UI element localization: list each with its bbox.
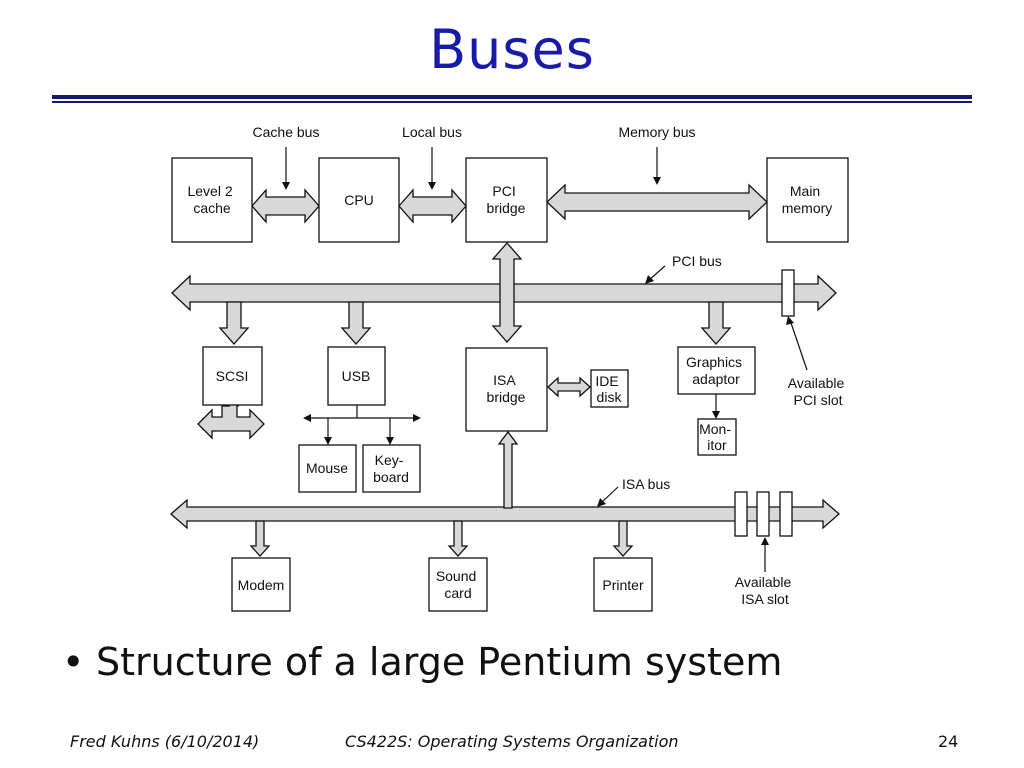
usb-label: USB <box>342 368 371 384</box>
footer-page-number: 24 <box>938 732 959 751</box>
isa-slot-1 <box>734 491 748 537</box>
memory-bus-arrow <box>546 183 768 221</box>
svg-text:IDE disk: IDE disk <box>595 373 622 405</box>
usb-link-arrow <box>340 301 372 345</box>
printer-box <box>593 557 653 612</box>
isa-bus-label: ISA bus <box>622 476 670 492</box>
scsi-external-arrow <box>197 397 265 440</box>
main-memory-label-2: memory <box>782 200 833 216</box>
keyboard-label-2: board <box>373 469 409 485</box>
pci-bus-label: PCI bus <box>672 253 722 269</box>
title-rule <box>52 95 972 99</box>
monitor-label-2: itor <box>707 437 727 453</box>
isa-slot-label-1: Available <box>735 574 792 590</box>
bullet-text: Structure of a large Pentium system <box>96 640 783 684</box>
svg-text:Available PCI slot: Available PCI slot <box>788 375 848 408</box>
scsi-link-arrow <box>218 301 250 345</box>
mouse-label: Mouse <box>306 460 348 476</box>
bullet-item: •Structure of a large Pentium system <box>62 640 782 684</box>
monitor-box <box>697 418 737 456</box>
svg-text:Main memory: Main memory <box>782 183 833 216</box>
graphics-adaptor-box <box>677 346 756 395</box>
cache-bus-label: Cache bus <box>253 124 320 140</box>
monitor-label-1: Mon- <box>699 421 731 437</box>
footer-course: CS422S: Operating Systems Organization <box>345 732 679 751</box>
isa-bridge-label-1: ISA <box>493 372 516 388</box>
keyboard-label-1: Key- <box>375 452 404 468</box>
graphics-link-arrow <box>700 301 732 345</box>
sound-link-arrow <box>447 520 469 557</box>
pci-bridge-label-1: PCI <box>492 183 515 199</box>
svg-text:Available ISA slot: Available ISA slot <box>735 574 795 607</box>
usb-box <box>327 346 386 406</box>
footer-author: Fred Kuhns (6/10/2014) <box>70 732 260 751</box>
level2-cache-label-1: Level 2 <box>187 183 232 199</box>
svg-text:Graphics adaptor: Graphics adaptor <box>686 354 746 387</box>
local-bus-label: Local bus <box>402 124 462 140</box>
bus-structure-diagram: Cache bus Local bus Memory bus PCI bus I… <box>170 124 849 612</box>
isa-slot-2 <box>756 491 770 537</box>
svg-text:Level 2 cache: Level 2 cache <box>187 183 236 216</box>
level2-cache-label-2: cache <box>193 200 231 216</box>
local-bus-arrow <box>398 188 467 224</box>
modem-link-arrow <box>249 520 271 557</box>
cache-bus-arrow <box>251 188 320 224</box>
ide-disk-label-1: IDE <box>595 373 618 389</box>
pci-slot-label-1: Available <box>788 375 845 391</box>
isa-bridge-link-arrow <box>497 430 519 509</box>
modem-label: Modem <box>238 577 285 593</box>
sound-card-box <box>428 557 488 612</box>
scsi-box <box>202 346 263 406</box>
keyboard-box <box>362 444 421 493</box>
svg-text:PCI bridge: PCI bridge <box>487 183 526 216</box>
memory-bus-label: Memory bus <box>618 124 695 140</box>
scsi-label: SCSI <box>216 368 249 384</box>
pci-bridge-box <box>465 157 548 243</box>
svg-text:Key- board: Key- board <box>373 452 409 485</box>
isa-slot-label-2: ISA slot <box>741 591 789 607</box>
graphics-adaptor-label-2: adaptor <box>692 371 740 387</box>
printer-label: Printer <box>602 577 644 593</box>
graphics-adaptor-label-1: Graphics <box>686 354 742 370</box>
mouse-box <box>298 444 357 493</box>
ide-disk-box <box>590 369 629 408</box>
pci-bridge-label-2: bridge <box>487 200 526 216</box>
main-memory-box <box>766 157 849 243</box>
pci-slot-label-2: PCI slot <box>793 392 842 408</box>
svg-text:Sound card: Sound card <box>436 568 480 601</box>
isa-bridge-label-2: bridge <box>487 389 526 405</box>
modem-box <box>231 557 291 612</box>
level2-cache-box <box>171 157 253 243</box>
sound-card-label-2: card <box>444 585 471 601</box>
slide-title: Buses <box>429 18 595 81</box>
title-rule-thin <box>52 101 972 103</box>
ide-link-arrow <box>547 376 591 398</box>
ide-disk-label-2: disk <box>597 389 623 405</box>
cpu-label: CPU <box>344 192 374 208</box>
main-memory-label-1: Main <box>790 183 820 199</box>
svg-text:Mon- itor: Mon- itor <box>699 421 735 453</box>
sound-card-label-1: Sound <box>436 568 476 584</box>
cpu-box <box>318 157 400 243</box>
pci-bridge-link-arrow <box>491 242 523 343</box>
pci-slot <box>781 269 795 317</box>
printer-link-arrow <box>612 520 634 557</box>
isa-bridge-box <box>465 347 548 432</box>
isa-bus-arrow <box>170 498 840 530</box>
svg-text:ISA bridge: ISA bridge <box>487 372 526 405</box>
isa-slot-3 <box>779 491 793 537</box>
bullet-icon: • <box>62 640 85 684</box>
